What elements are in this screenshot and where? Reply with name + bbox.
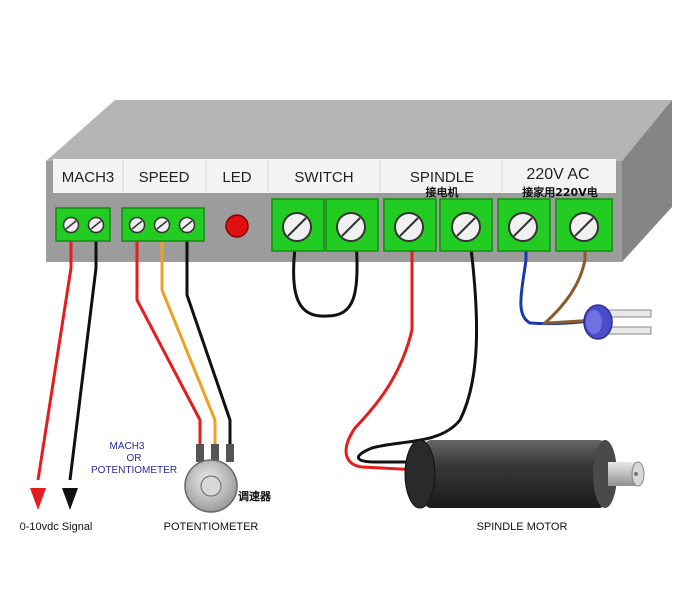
ac-terminal	[497, 198, 613, 252]
signal-wire-red	[36, 238, 73, 481]
spindle-terminal	[383, 198, 493, 252]
mach3-terminal	[55, 207, 111, 242]
switch-label: SWITCH	[294, 169, 353, 186]
spindle-wire-red	[344, 240, 421, 472]
spindle-motor	[404, 439, 645, 509]
pot-alt-label-3: POTENTIOMETER	[91, 465, 177, 476]
speed-label: SPEED	[139, 169, 190, 186]
spindle-label: SPINDLE	[410, 169, 474, 186]
housing-side	[622, 100, 672, 262]
ac-plug	[583, 304, 652, 340]
pot-wire-red	[135, 238, 202, 450]
signal-label: 0-10vdc Signal	[20, 521, 93, 533]
switch-jumper	[292, 239, 359, 318]
pot-alt-label-2: OR	[127, 453, 142, 464]
signal-arrow-black	[62, 488, 78, 510]
speed-terminal	[121, 207, 205, 242]
housing-top	[46, 100, 672, 161]
potentiometer-label: POTENTIOMETER	[164, 521, 259, 533]
spindle-note: 接电机	[426, 185, 459, 199]
spindle-motor-label: SPINDLE MOTOR	[477, 521, 568, 533]
signal-arrow-red	[30, 488, 46, 510]
led-indicator	[225, 214, 249, 238]
label-strip	[53, 159, 616, 193]
led-label: LED	[222, 169, 251, 186]
switch-terminal	[271, 198, 379, 252]
ac-note: 接家用220V电	[522, 185, 597, 199]
signal-wire-black	[68, 238, 98, 481]
ac-label: 220V AC	[526, 166, 589, 183]
pot-alt-label-1: MACH3	[109, 441, 144, 452]
spindle-wire-black	[357, 239, 479, 464]
potentiometer	[184, 444, 238, 513]
mach3-label: MACH3	[62, 169, 115, 186]
pot-note: 调速器	[238, 489, 272, 503]
pot-wire-orange	[160, 238, 217, 450]
pot-wire-black	[185, 238, 232, 450]
